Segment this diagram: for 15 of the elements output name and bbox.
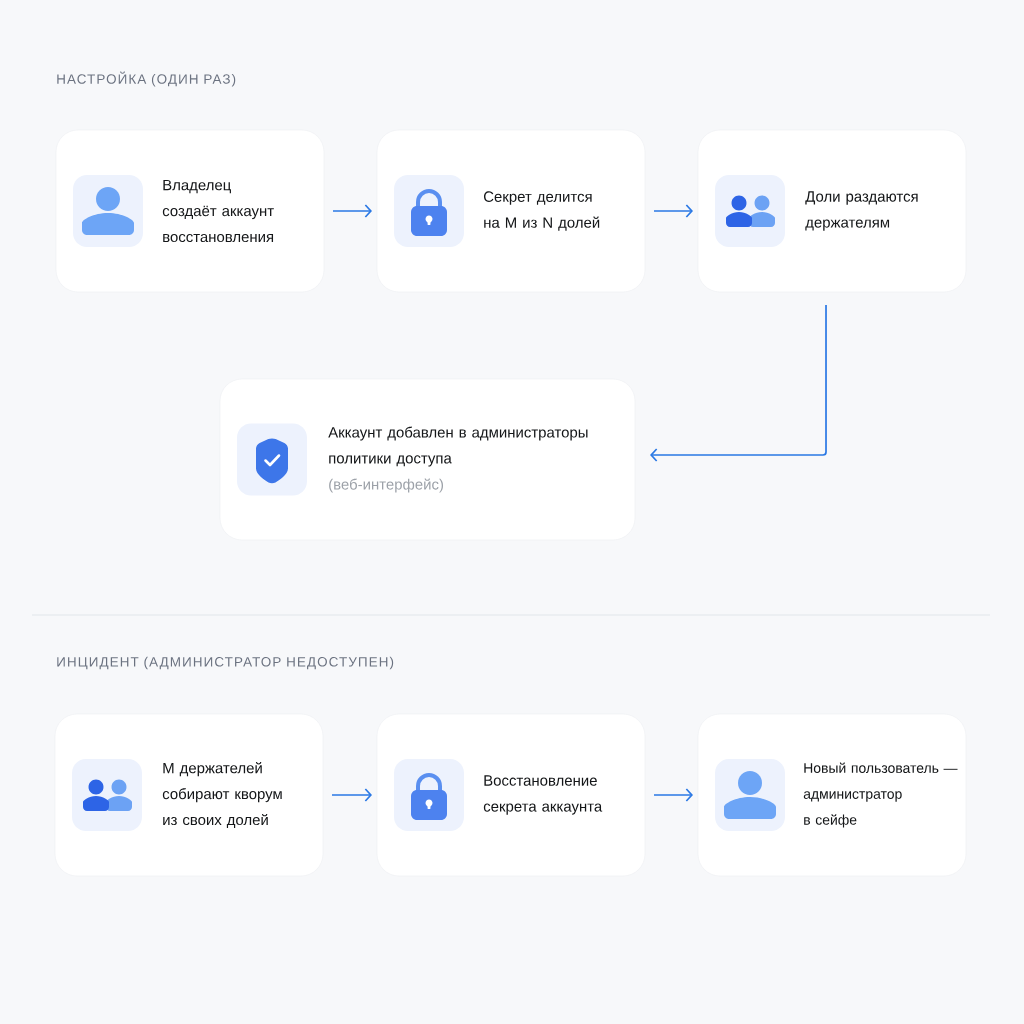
step-note: (веб-интерфейс) <box>329 478 443 493</box>
arrow <box>331 788 372 802</box>
section-heading: ИНЦИДЕНТ (АДМИНИСТРАТОР НЕДОСТУПЕН) <box>57 656 394 670</box>
arrow <box>332 204 372 218</box>
step-text: Доли раздаются держателям <box>805 191 918 231</box>
step-text: Владелец создаёт аккаунт восстановления <box>162 179 274 243</box>
section-heading: НАСТРОЙКА (ОДИН РАЗ) <box>57 71 236 87</box>
step-text: Новый пользователь — администратор в сейфе <box>803 762 958 828</box>
step-text: Восстановление секрета аккаунта <box>483 775 603 815</box>
step-text: Секрет делится на M из N долей <box>483 191 600 231</box>
step-text: M держателей собирают кворум из своих долей <box>162 762 282 828</box>
step-text: Аккаунт добавлен в администраторы политики доступа <box>328 426 588 467</box>
arrow <box>650 304 827 462</box>
arrow <box>653 204 693 218</box>
arrow <box>653 788 693 802</box>
